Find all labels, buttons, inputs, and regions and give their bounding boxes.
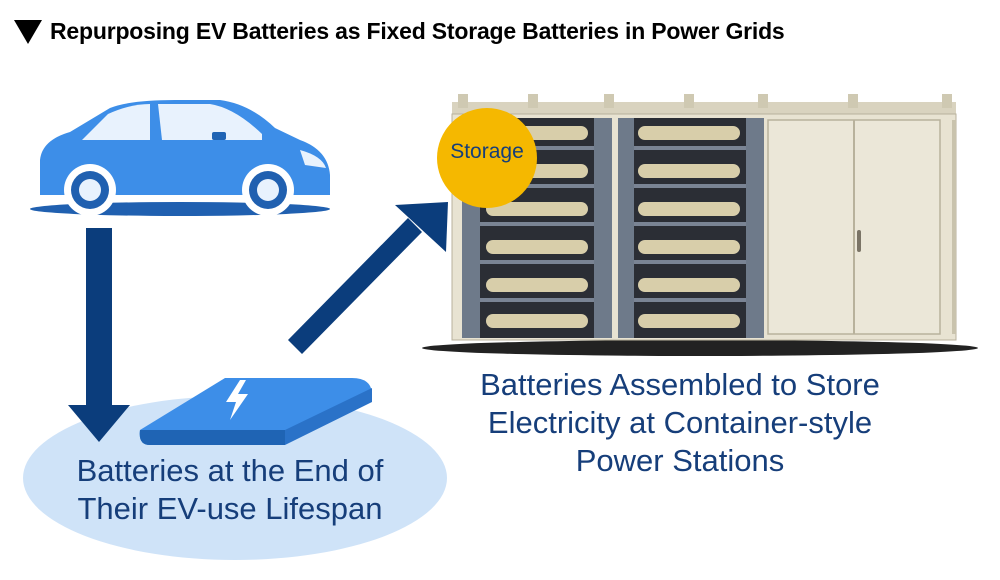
caption-container-storage: Batteries Assembled to Store Electricity… [420, 366, 940, 480]
car-icon [30, 100, 330, 216]
caption-line: Batteries Assembled to Store [480, 367, 880, 402]
storage-badge [437, 108, 537, 208]
caption-line: Power Stations [575, 443, 785, 478]
diagram-title: Repurposing EV Batteries as Fixed Storag… [14, 18, 785, 45]
battery-highlight-ellipse [23, 396, 447, 560]
triangle-bullet-icon [14, 19, 42, 44]
caption-end-of-lifespan: Batteries at the End of Their EV-use Lif… [30, 452, 430, 528]
storage-container-icon [422, 94, 978, 356]
down-arrow [68, 228, 130, 442]
caption-line: Their EV-use Lifespan [77, 491, 383, 526]
lightning-icon [226, 380, 248, 420]
battery-pack-icon [139, 378, 372, 445]
storage-badge-label: Storage [450, 140, 524, 163]
diagonal-up-arrow [288, 202, 448, 354]
caption-line: Electricity at Container-style [487, 405, 873, 440]
caption-line: Batteries at the End of [76, 453, 384, 488]
title-text: Repurposing EV Batteries as Fixed Storag… [50, 18, 785, 44]
